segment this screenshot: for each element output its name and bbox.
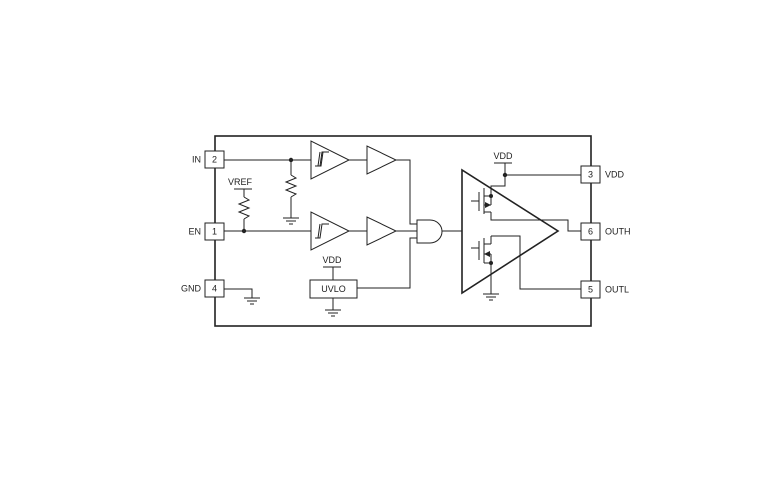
high-side-mosfet <box>471 175 581 232</box>
gnd-connection <box>224 288 260 305</box>
pin-in: 2 IN <box>192 150 225 169</box>
en-signal-path: VREF <box>224 177 417 251</box>
pin-outl-label: OUTL <box>605 285 629 295</box>
en-level-buffer <box>366 216 398 246</box>
in-schmitt-buffer <box>310 140 351 180</box>
pin-outl: 5 OUTL <box>580 280 629 299</box>
pin-outh: 6 OUTH <box>580 222 631 241</box>
in-resistor-ground-icon <box>283 217 299 225</box>
in-signal-path <box>224 140 417 225</box>
en-pullup-resistor <box>237 196 251 220</box>
in-pulldown-resistor <box>284 174 298 198</box>
high-side-arrow-icon <box>485 202 491 208</box>
pin-in-number: 2 <box>212 155 217 165</box>
driver-triangle <box>461 168 560 295</box>
low-side-mosfet <box>471 235 581 301</box>
pin-vdd-number: 3 <box>588 170 593 180</box>
output-driver: VDD <box>461 151 581 301</box>
pin-vdd-label: VDD <box>605 170 625 180</box>
uvlo-block: VDD UVLO <box>309 237 417 317</box>
vref-label: VREF <box>228 177 253 187</box>
pin-gnd-label: GND <box>181 284 202 294</box>
pin-gnd: 4 GND <box>181 279 225 298</box>
uvlo-ground-icon <box>325 309 341 317</box>
uvlo-label: UVLO <box>321 284 346 294</box>
en-schmitt-buffer <box>310 211 351 251</box>
pin-in-label: IN <box>192 155 201 165</box>
pin-en-number: 1 <box>212 227 217 237</box>
pin-vdd: 3 VDD <box>580 165 625 184</box>
pin-en: 1 EN <box>188 222 225 241</box>
pin-en-label: EN <box>188 227 201 237</box>
pin-gnd-number: 4 <box>212 284 217 294</box>
driver-vdd-label: VDD <box>493 151 513 161</box>
pin-outh-label: OUTH <box>605 227 631 237</box>
and-gate <box>416 219 443 244</box>
in-level-buffer <box>366 145 398 175</box>
en-hysteresis-icon <box>315 223 329 239</box>
uvlo-vdd-label: VDD <box>322 255 342 265</box>
low-side-arrow-icon <box>484 251 490 257</box>
driver-ground-icon <box>483 293 499 301</box>
pin-outh-number: 6 <box>588 227 593 237</box>
pin-outl-number: 5 <box>588 285 593 295</box>
